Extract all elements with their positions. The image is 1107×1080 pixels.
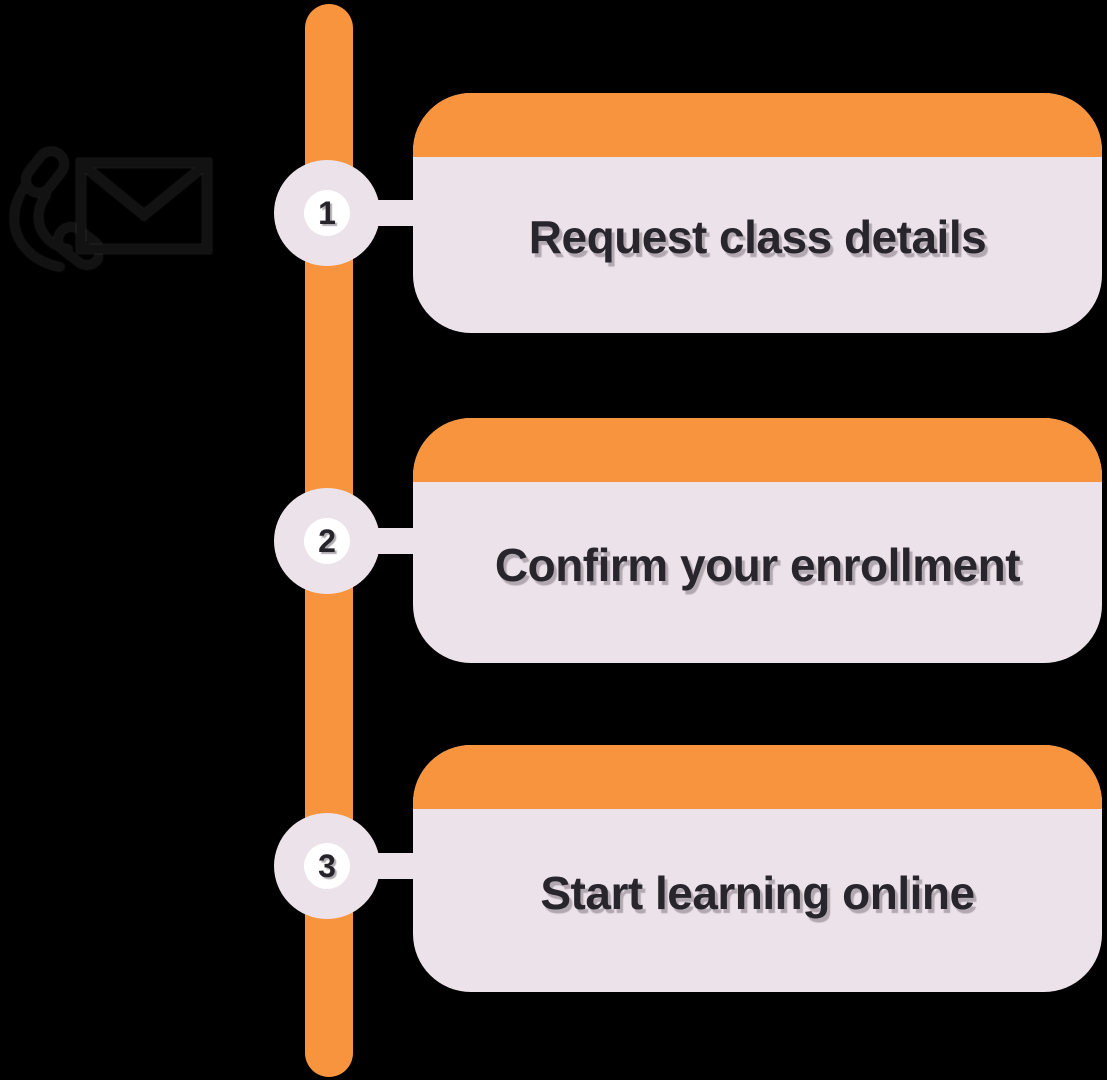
step-number-1: 1 <box>318 194 336 231</box>
step-card-3-header <box>413 745 1102 809</box>
step-card-2-label: Confirm your enrollment <box>494 538 1021 591</box>
step-card-1: Request class details <box>413 93 1102 333</box>
step-marker-2: 2 <box>274 488 380 594</box>
step-number-disc-2: 2 <box>304 518 350 564</box>
step-card-2-header <box>413 418 1102 482</box>
step-number-2: 2 <box>318 522 336 559</box>
step-card-3-label: Start learning online <box>540 866 975 919</box>
step-number-disc-3: 3 <box>304 843 350 889</box>
step-card-3: Start learning online <box>413 745 1102 992</box>
step-number-disc-1: 1 <box>304 190 350 236</box>
step-card-2: Confirm your enrollment <box>413 418 1102 663</box>
step-card-3-body: Start learning online <box>413 809 1102 992</box>
envelope-icon <box>76 158 212 254</box>
step-card-2-body: Confirm your enrollment <box>413 482 1102 663</box>
step-marker-3: 3 <box>274 813 380 919</box>
step-card-1-body: Request class details <box>413 157 1102 333</box>
step-card-1-label: Request class details <box>528 211 987 263</box>
contact-icons <box>0 138 230 288</box>
step-number-3: 3 <box>318 847 336 884</box>
step-card-1-header <box>413 93 1102 157</box>
phone-icon <box>10 147 102 271</box>
step-marker-1: 1 <box>274 160 380 266</box>
